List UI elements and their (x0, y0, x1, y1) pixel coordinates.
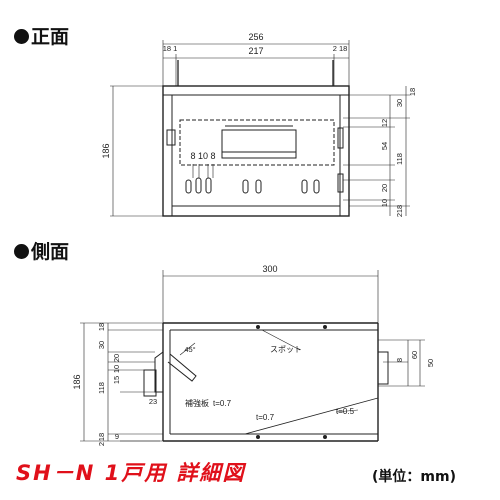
dim-side-9: 9 (115, 432, 119, 441)
vent-slot (255, 179, 262, 194)
dim-right-9: 2 (395, 213, 404, 217)
front-outer-frame (162, 85, 350, 217)
side-view-heading-text: 側面 (31, 241, 70, 263)
vent-slot (301, 179, 308, 194)
spot-label: スポット (270, 345, 302, 354)
hinge-lower (337, 173, 344, 193)
front-view-heading-text: 正面 (31, 26, 70, 48)
dim-overall-depth: 300 (262, 264, 277, 274)
dim-right-7: 10 (380, 199, 389, 207)
dim-right-5: 118 (395, 153, 404, 165)
dim-right-2: 18 (408, 88, 417, 96)
dim-side-right-8: 8 (395, 358, 404, 362)
vent-slot (242, 179, 249, 194)
vent-slot (313, 179, 320, 194)
front-view (110, 40, 410, 217)
shelf-thickness: t=0.5 (336, 407, 355, 416)
vent-slot (185, 179, 192, 194)
side-slot-flap-inner (167, 353, 197, 382)
side-dim-labels: 300 186 18 30 15 10 20 118 18 2 23 9 45°… (72, 264, 435, 446)
bullet-icon (14, 244, 29, 259)
front-dashed-panel (179, 119, 335, 166)
dim-front-height: 186 (101, 143, 111, 158)
vent-slot (195, 177, 202, 194)
side-back-bracket (377, 351, 389, 385)
spot-weld-mark (256, 435, 260, 439)
dim-right-edge: 2 18 (333, 44, 348, 53)
bullet-icon (14, 29, 29, 44)
dim-right-1: 30 (395, 99, 404, 107)
side-view-heading: 側面 (14, 237, 69, 264)
angle-guide (179, 342, 196, 356)
dim-hole-spacing: 8 10 8 (190, 151, 215, 161)
spot-weld-mark (323, 435, 327, 439)
vent-slot (205, 177, 212, 194)
dim-overall-width: 256 (248, 32, 263, 42)
side-view (80, 270, 425, 442)
dim-side-right-60: 60 (410, 351, 419, 359)
angle-label: 45° (184, 345, 195, 354)
dim-side-height: 186 (72, 374, 82, 389)
dim-side-left-3: 15 (112, 376, 121, 384)
dim-side-left-4: 10 (112, 365, 121, 373)
dim-left-edge: 18 1 (163, 44, 178, 53)
bracket-thickness: t=0.7 (213, 399, 232, 408)
side-slot-flap (154, 351, 164, 393)
dim-right-8: 18 (395, 205, 404, 213)
dim-side-left-6: 118 (97, 382, 106, 394)
spot-weld-mark (256, 325, 260, 329)
vent-slots (185, 177, 320, 194)
dim-side-left-2: 30 (97, 341, 106, 349)
front-view-heading: 正面 (14, 22, 69, 49)
bracket-label: 補強板 (185, 398, 209, 408)
dim-side-left-5: 20 (112, 354, 121, 362)
dim-side-right-50: 50 (426, 359, 435, 367)
spot-leader-line (261, 329, 301, 351)
side-shelf-line (244, 397, 379, 435)
dim-inner-width: 217 (248, 46, 263, 56)
spot-weld-mark (323, 325, 327, 329)
plate-thickness: t=0.7 (256, 413, 275, 422)
dim-right-4: 54 (380, 142, 389, 150)
dim-side-left-8: 2 (97, 442, 106, 446)
mail-slot-outline (221, 129, 297, 159)
lock-box (166, 129, 176, 146)
dim-side-left-7: 18 (97, 433, 106, 441)
side-reinforcement-plate (143, 369, 157, 397)
dim-side-left-1: 18 (97, 323, 106, 331)
front-dim-labels: 256 217 18 1 2 18 186 8 10 8 30 18 12 54… (101, 32, 417, 217)
leader-line (335, 409, 359, 413)
unit-label: (単位：mm) (372, 469, 456, 485)
drawing-title: SH－N 1戸用 詳細図 (16, 461, 246, 485)
hinge-upper (337, 127, 344, 149)
dim-right-3: 12 (380, 119, 389, 127)
dim-side-23: 23 (149, 397, 157, 406)
dim-right-6: 20 (380, 184, 389, 192)
